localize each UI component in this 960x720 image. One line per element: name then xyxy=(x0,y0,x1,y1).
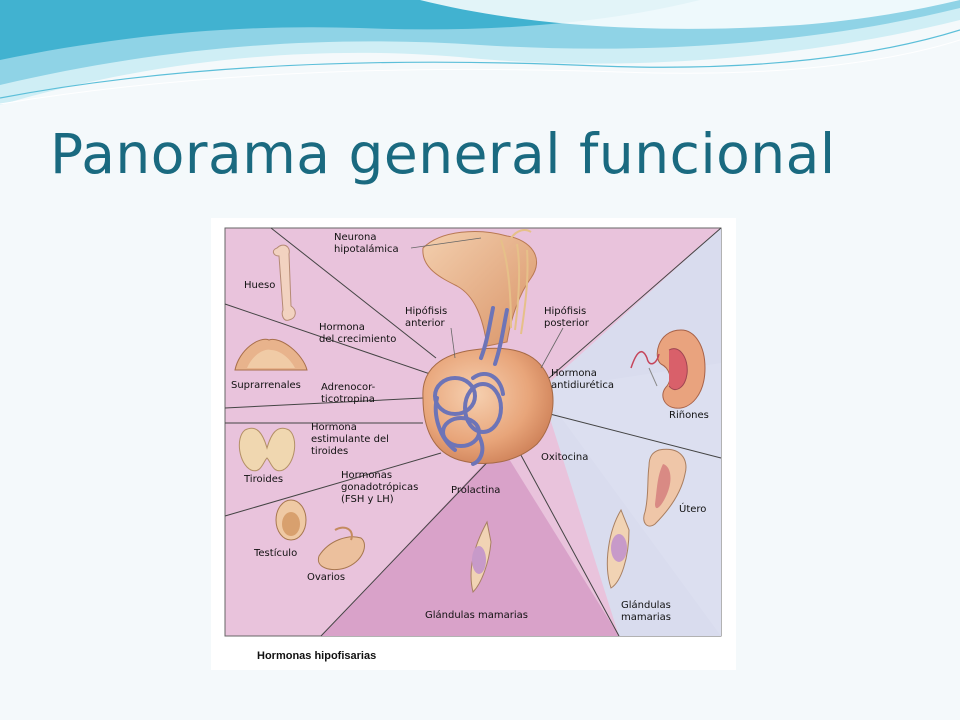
breast-center-illustration xyxy=(470,520,492,593)
label-oxitocina: Oxitocina xyxy=(541,452,589,463)
label-adrenocorticotropina: Adrenocor- ticotropina xyxy=(321,382,376,405)
label-glandulas-mamarias-right: Glándulas mamarias xyxy=(621,600,671,623)
adrenal-illustration xyxy=(234,338,308,371)
label-utero: Útero xyxy=(679,504,707,515)
diagram-artwork xyxy=(224,227,722,637)
label-rinones: Riñones xyxy=(669,410,709,421)
testis-illustration xyxy=(275,499,307,541)
ovary-illustration xyxy=(317,526,365,570)
leader-lines xyxy=(410,237,564,369)
label-testiculo: Testículo xyxy=(254,548,298,559)
label-glandulas-mamarias-center: Glándulas mamarias xyxy=(425,610,528,621)
label-suprarrenales: Suprarrenales xyxy=(231,380,301,391)
slide-title: Panorama general funcional xyxy=(50,122,836,186)
label-neurona-hipotalamica: Neurona hipotalámica xyxy=(334,232,399,255)
uterus-illustration xyxy=(643,448,687,527)
label-hueso: Hueso xyxy=(244,280,276,291)
thyroid-illustration xyxy=(238,427,296,472)
bone-illustration xyxy=(272,244,296,321)
label-tiroides: Tiroides xyxy=(244,474,284,485)
kidney-illustration xyxy=(630,329,706,409)
prolactin-wedge xyxy=(321,446,619,636)
label-ovarios: Ovarios xyxy=(307,572,346,583)
label-hormona-crecimiento: Hormona del crecimiento xyxy=(319,322,397,345)
hormone-diagram: Neurona hipotalámica Hipófisis anterior … xyxy=(211,218,736,670)
label-hormona-estimulante-tiroides: Hormona estimulante del tiroides xyxy=(311,422,389,457)
label-hormonas-gonadotropicas: Hormonas gonadotrópicas (FSH y LH) xyxy=(341,470,419,505)
label-hipofisis-anterior: Hipófisis anterior xyxy=(405,306,448,329)
pituitary-gland xyxy=(422,306,554,466)
breast-right-illustration xyxy=(606,508,630,589)
label-hipofisis-posterior: Hipófisis posterior xyxy=(544,306,589,329)
label-prolactina: Prolactina xyxy=(451,485,501,496)
header-wave-decoration xyxy=(0,0,960,105)
divider-lines xyxy=(224,227,722,637)
label-hormona-antidiuretica: Hormona antidiurética xyxy=(551,368,614,391)
figure-caption: Hormonas hipofisarias xyxy=(257,650,377,662)
hypothalamus-stalk xyxy=(422,229,537,347)
